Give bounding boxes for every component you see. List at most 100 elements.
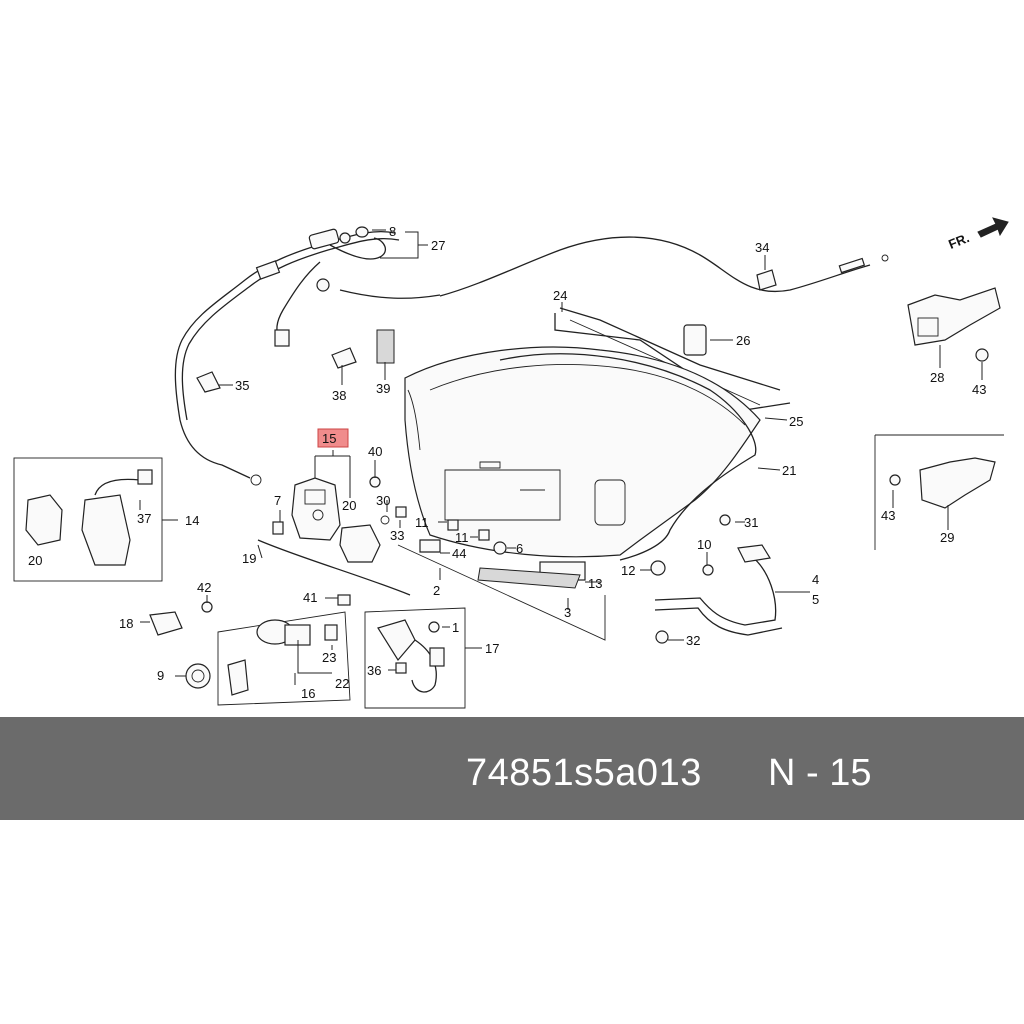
trunk-hinge [654, 544, 783, 636]
callout-4: 4 [812, 572, 819, 587]
callout-39: 39 [376, 381, 390, 396]
clip-10 [702, 564, 714, 576]
callout-26: 26 [736, 333, 750, 348]
callout-30: 30 [376, 493, 390, 508]
bracket-2-outline [397, 544, 606, 641]
callout-21: 21 [782, 463, 796, 478]
callout-28: 28 [930, 370, 944, 385]
exploded-parts-diagram: FR. [13, 217, 1009, 709]
callout-43-upper: 43 [972, 382, 986, 397]
latch-37 [81, 469, 153, 566]
callout-27: 27 [431, 238, 445, 253]
switch-inset-box [364, 607, 466, 709]
washer-30 [380, 515, 390, 525]
callout-19: 19 [242, 551, 256, 566]
callout-16: 16 [301, 686, 315, 701]
actuator-29 [919, 457, 996, 509]
callout-35: 35 [235, 378, 249, 393]
callout-36: 36 [367, 663, 381, 678]
callout-9: 9 [157, 668, 164, 683]
callout-34: 34 [755, 240, 769, 255]
callout-25: 25 [789, 414, 803, 429]
callout-20-center: 20 [342, 498, 356, 513]
seal-39 [376, 329, 395, 364]
leader-lines [139, 229, 983, 685]
callout-14: 14 [185, 513, 199, 528]
callout-7: 7 [274, 493, 281, 508]
callout-3: 3 [564, 605, 571, 620]
lock-28 [907, 287, 1001, 346]
callout-23: 23 [322, 650, 336, 665]
nut-11-upper [447, 519, 459, 531]
bolt-31 [719, 514, 731, 526]
switch-assembly [377, 619, 445, 693]
callout-31: 31 [744, 515, 758, 530]
callout-42: 42 [197, 580, 211, 595]
rod-19 [257, 539, 411, 596]
callout-43-lower: 43 [881, 508, 895, 523]
garnish-3 [477, 567, 581, 589]
grommet-9 [185, 663, 211, 689]
bolt-42 [201, 601, 213, 613]
callout-6: 6 [516, 541, 523, 556]
callout-22: 22 [335, 676, 349, 691]
callout-17: 17 [485, 641, 499, 656]
callout-32: 32 [686, 633, 700, 648]
front-direction-arrow: FR. [946, 217, 1009, 252]
callout-33: 33 [390, 528, 404, 543]
trunk-release-cable [174, 226, 441, 486]
opener-cable [439, 236, 889, 297]
callout-5: 5 [812, 592, 819, 607]
arrow-icon [977, 217, 1009, 238]
callout-13: 13 [588, 576, 602, 591]
bolt-43-lower [889, 474, 901, 486]
bolt-32 [655, 630, 669, 644]
clip-7 [272, 521, 284, 535]
callout-12: 12 [621, 563, 635, 578]
latch-20-left [25, 494, 63, 546]
callout-24: 24 [553, 288, 567, 303]
callout-2: 2 [433, 583, 440, 598]
part-number-text: 74851s5a013 [466, 752, 702, 794]
bolt-43-upper [975, 348, 989, 362]
key-cylinder-16 [227, 619, 311, 696]
screw-1 [428, 621, 440, 633]
callout-38: 38 [332, 388, 346, 403]
callout-20-left: 20 [28, 553, 42, 568]
clip-36 [395, 662, 407, 674]
grommet-6 [493, 541, 507, 555]
callout-44: 44 [452, 546, 466, 561]
diagram-code-text: N - 15 [768, 752, 872, 794]
bolt-40 [369, 476, 381, 488]
part-number-banner [0, 717, 1024, 820]
clip-23 [324, 624, 338, 641]
callout-11-upper: 11 [415, 515, 429, 530]
callout-37: 37 [137, 511, 151, 526]
nut-33 [395, 506, 407, 518]
weatherstrip [499, 353, 757, 561]
stopper-12 [650, 560, 666, 576]
callout-8: 8 [389, 224, 396, 239]
callout-1: 1 [452, 620, 459, 635]
callout-labels: 8 27 34 24 26 35 38 39 28 43 25 15 40 21… [28, 224, 986, 701]
callout-15: 15 [322, 431, 336, 446]
callout-40: 40 [368, 444, 382, 459]
clip-34 [756, 269, 777, 291]
trunk-latch-15 [291, 477, 341, 541]
highlighted-part-marker [317, 428, 349, 448]
bolt-41 [337, 594, 351, 606]
callout-18: 18 [119, 616, 133, 631]
trunk-lid [404, 346, 761, 558]
callout-29: 29 [940, 530, 954, 545]
callout-10: 10 [697, 537, 711, 552]
holder-38 [331, 347, 357, 369]
callout-41: 41 [303, 590, 317, 605]
bracket-26 [683, 324, 707, 356]
bracket-18 [149, 611, 183, 636]
front-direction-label: FR. [946, 230, 971, 252]
clip-35 [196, 371, 221, 393]
bolt-44 [419, 539, 441, 553]
torsion-bars [554, 307, 791, 411]
latch-20-center [339, 524, 381, 563]
